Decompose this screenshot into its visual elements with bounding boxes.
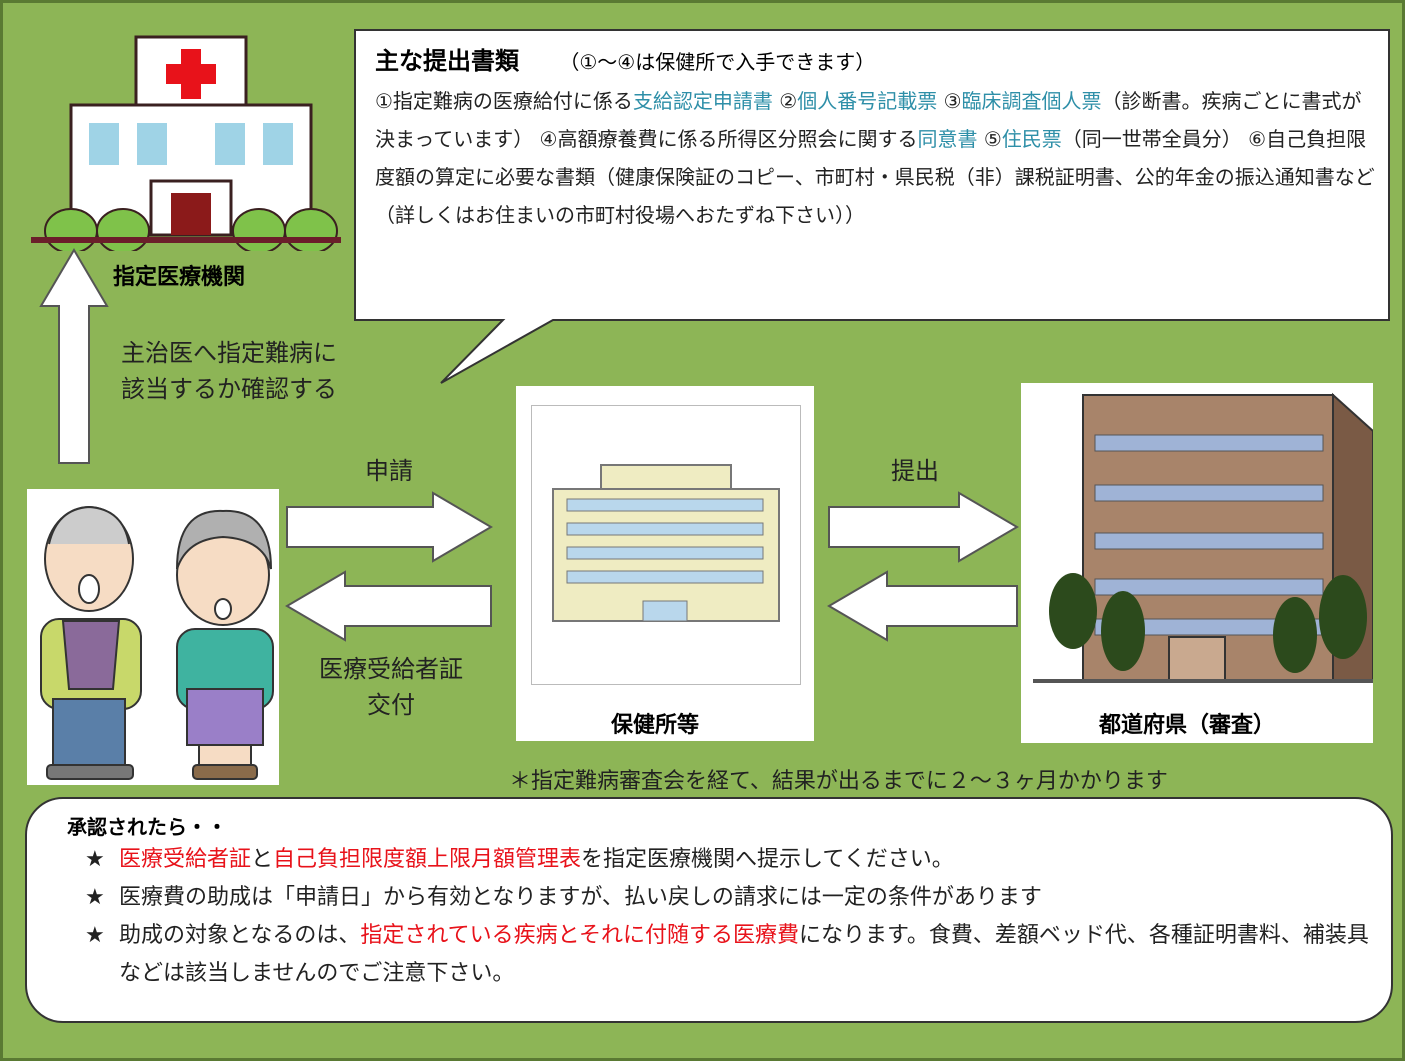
- documents-note: （①～④は保健所で入手できます）: [559, 50, 876, 74]
- tree: [232, 208, 286, 251]
- return-arrow: [827, 570, 1018, 642]
- issue-line-1: 医療受給者証: [319, 655, 463, 683]
- window-strip: [566, 546, 764, 560]
- document-name: 支給認定申請書: [632, 89, 773, 113]
- approval-item: ★ 医療費の助成は「申請日」から有効となりますが、払い戻しの請求には一定の条件があ…: [85, 879, 1375, 917]
- tree: [284, 208, 338, 251]
- window-strip: [566, 570, 764, 584]
- documents-title: 主な提出書類: [375, 47, 519, 75]
- document-name: 同意書: [917, 127, 978, 151]
- apply-label: 申請: [365, 457, 413, 485]
- document-text: ②: [772, 89, 798, 113]
- plain-text: 医療費の助成は「申請日」から有効となりますが、払い戻しの請求には一定の条件があり…: [119, 885, 1042, 910]
- tower-entrance: [1168, 636, 1226, 682]
- hospital-illustration: [31, 35, 341, 251]
- approval-title: 承認されたら・・: [67, 815, 227, 839]
- highlighted-text: 指定されている疾病とそれに付随する医療費: [360, 923, 800, 948]
- confirm-line-1: 主治医へ指定難病に: [121, 339, 337, 367]
- plain-text: と: [251, 847, 274, 872]
- window-strip: [1094, 484, 1324, 502]
- up-arrow: [39, 248, 109, 464]
- documents-list: ①指定難病の医療給付に係る支給認定申請書 ②個人番号記載票 ③臨床調査個人票（診…: [375, 82, 1375, 234]
- window: [215, 123, 245, 165]
- window-strip: [566, 522, 764, 536]
- apply-arrow: [286, 491, 493, 563]
- hospital-label: 指定医療機関: [113, 265, 246, 290]
- tree: [1319, 575, 1367, 659]
- document-text: ③: [937, 89, 962, 113]
- patients-illustration: [27, 489, 279, 785]
- health-center-label: 保健所等: [611, 713, 700, 738]
- plain-text: になります。食費、差額ベッド代、各種証明書料、補装具などは該当しませんのでご注意…: [119, 923, 1369, 986]
- star-icon: ★: [85, 885, 105, 910]
- approval-item: ★ 助成の対象となるのは、指定されている疾病とそれに付随する医療費になります。食費…: [85, 917, 1375, 993]
- window-strip: [566, 498, 764, 512]
- document-text: （診断書。疾病ごとに書式が決まっています） ④高額療養費に係る所得区分照会に関す…: [375, 89, 1362, 151]
- confirm-line-2: 該当するか確認する: [121, 375, 337, 403]
- star-icon: ★: [85, 847, 105, 872]
- approval-box: [25, 797, 1393, 1023]
- confirm-text: 主治医へ指定難病に 該当するか確認する: [121, 335, 337, 407]
- tree: [96, 208, 150, 251]
- approval-item-text: 助成の対象となるのは、指定されている疾病とそれに付随する医療費になります。食費、…: [119, 917, 1375, 993]
- ground-line: [31, 237, 341, 243]
- approval-item-text: 医療費の助成は「申請日」から有効となりますが、払い戻しの請求には一定の条件があり…: [119, 879, 1042, 917]
- highlighted-text: 自己負担限度額上限月額管理表: [273, 847, 582, 872]
- window: [137, 123, 167, 165]
- approval-item: ★ 医療受給者証と自己負担限度額上限月額管理表を指定医療機関へ提示してください。: [85, 841, 1375, 879]
- man-pants: [52, 698, 126, 770]
- window: [263, 123, 293, 165]
- health-center-illustration: [531, 405, 801, 685]
- prefecture-label: 都道府県（審査）: [1099, 713, 1276, 738]
- document-name: 個人番号記載票: [797, 89, 938, 113]
- submit-arrow: [828, 491, 1019, 563]
- submit-label: 提出: [891, 457, 939, 485]
- issue-arrow: [285, 570, 492, 642]
- prefecture-illustration: [1033, 392, 1373, 683]
- plain-text: を指定医療機関へ提示してください。: [581, 847, 954, 872]
- document-name: 住民票: [1001, 127, 1062, 151]
- tree: [1273, 597, 1317, 673]
- documents-callout: 主な提出書類 （①～④は保健所で入手できます） ①指定難病の医療給付に係る支給認…: [375, 41, 1375, 234]
- window-strip: [1094, 532, 1324, 550]
- plain-text: 助成の対象となるのは、: [119, 923, 361, 948]
- tree: [44, 208, 98, 251]
- man-vest: [61, 620, 121, 690]
- document-text: ①指定難病の医療給付に係る: [375, 89, 633, 113]
- issue-line-2: 交付: [367, 691, 415, 719]
- woman-skirt: [186, 688, 264, 746]
- highlighted-text: 医療受給者証: [119, 847, 252, 872]
- issue-text: 医療受給者証 交付: [303, 651, 479, 723]
- building-door: [642, 600, 688, 622]
- window: [89, 123, 119, 165]
- window-strip: [1094, 434, 1324, 452]
- star-icon: ★: [85, 923, 105, 948]
- approval-item-text: 医療受給者証と自己負担限度額上限月額管理表を指定医療機関へ提示してください。: [119, 841, 954, 879]
- callout-bubble: [354, 29, 1390, 384]
- document-name: 臨床調査個人票: [961, 89, 1102, 113]
- document-text: ⑤: [977, 127, 1002, 151]
- window-strip: [1094, 578, 1324, 596]
- tree: [1101, 591, 1145, 671]
- tree: [1049, 573, 1097, 649]
- review-note: ＊指定難病審査会を経て、結果が出るまでに２～３ヶ月かかります: [509, 769, 1168, 794]
- document-text: （同一世帯全員分） ⑥自己負担限度額の算定に必要な書類（健康保険証のコピー、市町…: [375, 127, 1375, 227]
- approval-list: ★医療受給者証と自己負担限度額上限月額管理表を指定医療機関へ提示してください。★…: [85, 841, 1375, 993]
